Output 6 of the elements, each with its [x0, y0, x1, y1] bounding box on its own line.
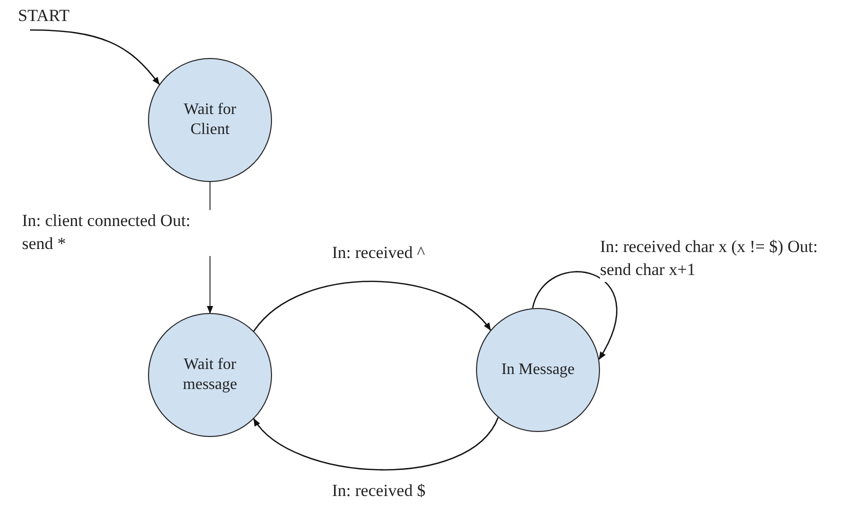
arrow [532, 271, 617, 360]
edge-label: In: client connected Out: send * [22, 210, 212, 256]
arrow [253, 417, 499, 470]
start-label: START [2, 4, 68, 28]
arrow [30, 29, 160, 86]
arrow [253, 280, 492, 332]
